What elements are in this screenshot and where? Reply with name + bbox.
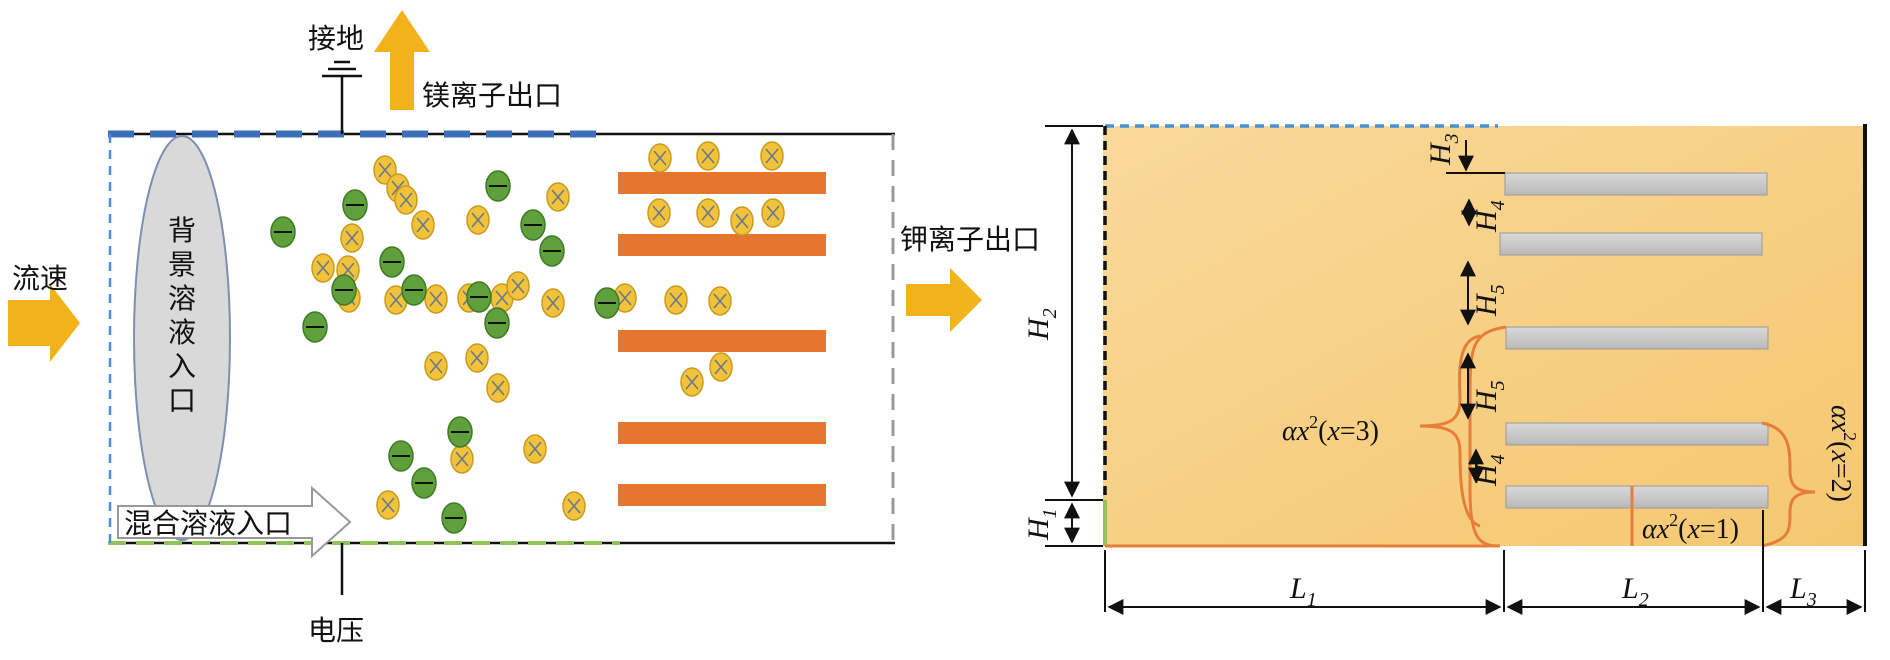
flow-label: 流速 (12, 262, 68, 295)
electrode-bars (1499, 172, 1769, 509)
mg-outlet-label: 镁离子出口 (422, 79, 562, 112)
positive-ion (761, 198, 785, 228)
positive-ion (486, 373, 510, 403)
positive-ion (506, 271, 530, 301)
positive-ion (466, 205, 490, 235)
electrode-bar (1505, 485, 1769, 509)
background-inlet-ellipse (133, 135, 231, 541)
ground-label: 接地 (308, 22, 364, 55)
svg-text:H4: H4 (1470, 454, 1509, 487)
negative-ion (447, 416, 473, 448)
positive-ion (411, 210, 435, 240)
positive-ion (394, 185, 418, 215)
positive-ion (541, 288, 565, 318)
positive-ion (730, 206, 754, 236)
brace-left (1419, 334, 1481, 528)
positive-ion (680, 367, 704, 397)
negative-ion (401, 274, 427, 306)
mixed-inlet-label: 混合溶液入口 (124, 507, 292, 540)
brace-right (1761, 421, 1816, 548)
H2-label: H2 (1022, 308, 1061, 341)
positive-ion (465, 343, 489, 373)
positive-ion (664, 285, 688, 315)
positive-ion (696, 198, 720, 228)
negative-ion (594, 287, 620, 319)
ax2-x1-label: αx2(x=1) (1642, 510, 1739, 545)
background-inlet-label: 背景溶液入口 (168, 214, 196, 417)
positive-ion (709, 352, 733, 382)
H3-label: H3 (1424, 133, 1463, 166)
positive-ion (648, 143, 672, 173)
H5-lower-label: H5 (1470, 380, 1509, 413)
negative-ion (388, 440, 414, 472)
plate (618, 234, 826, 256)
negative-ion (520, 209, 546, 241)
positive-ion (647, 198, 671, 228)
plate (618, 172, 826, 194)
plate (618, 422, 826, 444)
svg-text:αx2(x=2): αx2(x=2) (1825, 405, 1860, 502)
separation-plates (618, 172, 826, 506)
negative-ion (379, 246, 405, 278)
negative-ion (302, 311, 328, 343)
k-outlet-arrow (906, 268, 982, 332)
positive-ion (760, 141, 784, 171)
positive-ion (450, 444, 474, 474)
L3-label: L3 (1789, 572, 1817, 611)
ax2-x3-label: αx2(x=3) (1282, 412, 1379, 447)
flow-arrow (8, 284, 80, 362)
negative-ion (466, 281, 492, 313)
electrode-bar (1505, 326, 1769, 350)
H4-bottom-label: H4 (1470, 454, 1509, 487)
positive-ion (523, 434, 547, 464)
svg-text:H1: H1 (1022, 508, 1061, 541)
mixed-inlet-arrow (117, 485, 352, 559)
negative-ion (342, 189, 368, 221)
negative-ion (331, 274, 357, 306)
positive-ion (424, 284, 448, 314)
L1-label: L1 (1289, 572, 1317, 611)
positive-ion (546, 182, 570, 212)
plate (618, 330, 826, 352)
svg-text:H2: H2 (1022, 308, 1061, 341)
right-geometry-schematic: H2 H1 H3 H4 H5 H5 H4 L1 L2 L3 αx2(x=3) α… (1022, 124, 1867, 615)
svg-text:H3: H3 (1424, 133, 1463, 166)
positive-ion (340, 223, 364, 253)
svg-text:H5: H5 (1470, 380, 1509, 413)
plate (618, 484, 826, 506)
H5-upper-label: H5 (1470, 284, 1509, 317)
positive-ion (562, 491, 586, 521)
ion-particles (270, 141, 785, 534)
dimension-lines (1045, 125, 1866, 615)
H1-label: H1 (1022, 508, 1061, 541)
positive-ion (424, 351, 448, 381)
positive-ion (376, 490, 400, 520)
positive-ion (696, 141, 720, 171)
svg-text:H5: H5 (1470, 284, 1509, 317)
electrode-bar (1504, 172, 1768, 196)
negative-ion (411, 467, 437, 499)
positive-ion (311, 253, 335, 283)
voltage-label: 电压 (308, 614, 364, 647)
k-outlet-label: 钾离子出口 (900, 223, 1040, 256)
ax2-x2-label: αx2(x=2) (1825, 405, 1860, 502)
negative-ion (485, 170, 511, 202)
electrode-bar (1505, 422, 1769, 446)
H4-top-label: H4 (1470, 200, 1509, 233)
left-channel-schematic: 接地 镁离子出口 流速 背景溶液入口 混合溶液入口 电压 (8, 10, 1040, 647)
electrode-bar (1499, 232, 1763, 256)
svg-text:H4: H4 (1470, 200, 1509, 233)
negative-ion (270, 216, 296, 248)
positive-ion (708, 286, 732, 316)
negative-ion (484, 307, 510, 339)
ground-symbol (322, 60, 362, 134)
negative-ion (539, 235, 565, 267)
mg-outlet-arrow (374, 10, 430, 110)
L2-label: L2 (1621, 572, 1649, 611)
negative-ion (441, 502, 467, 534)
